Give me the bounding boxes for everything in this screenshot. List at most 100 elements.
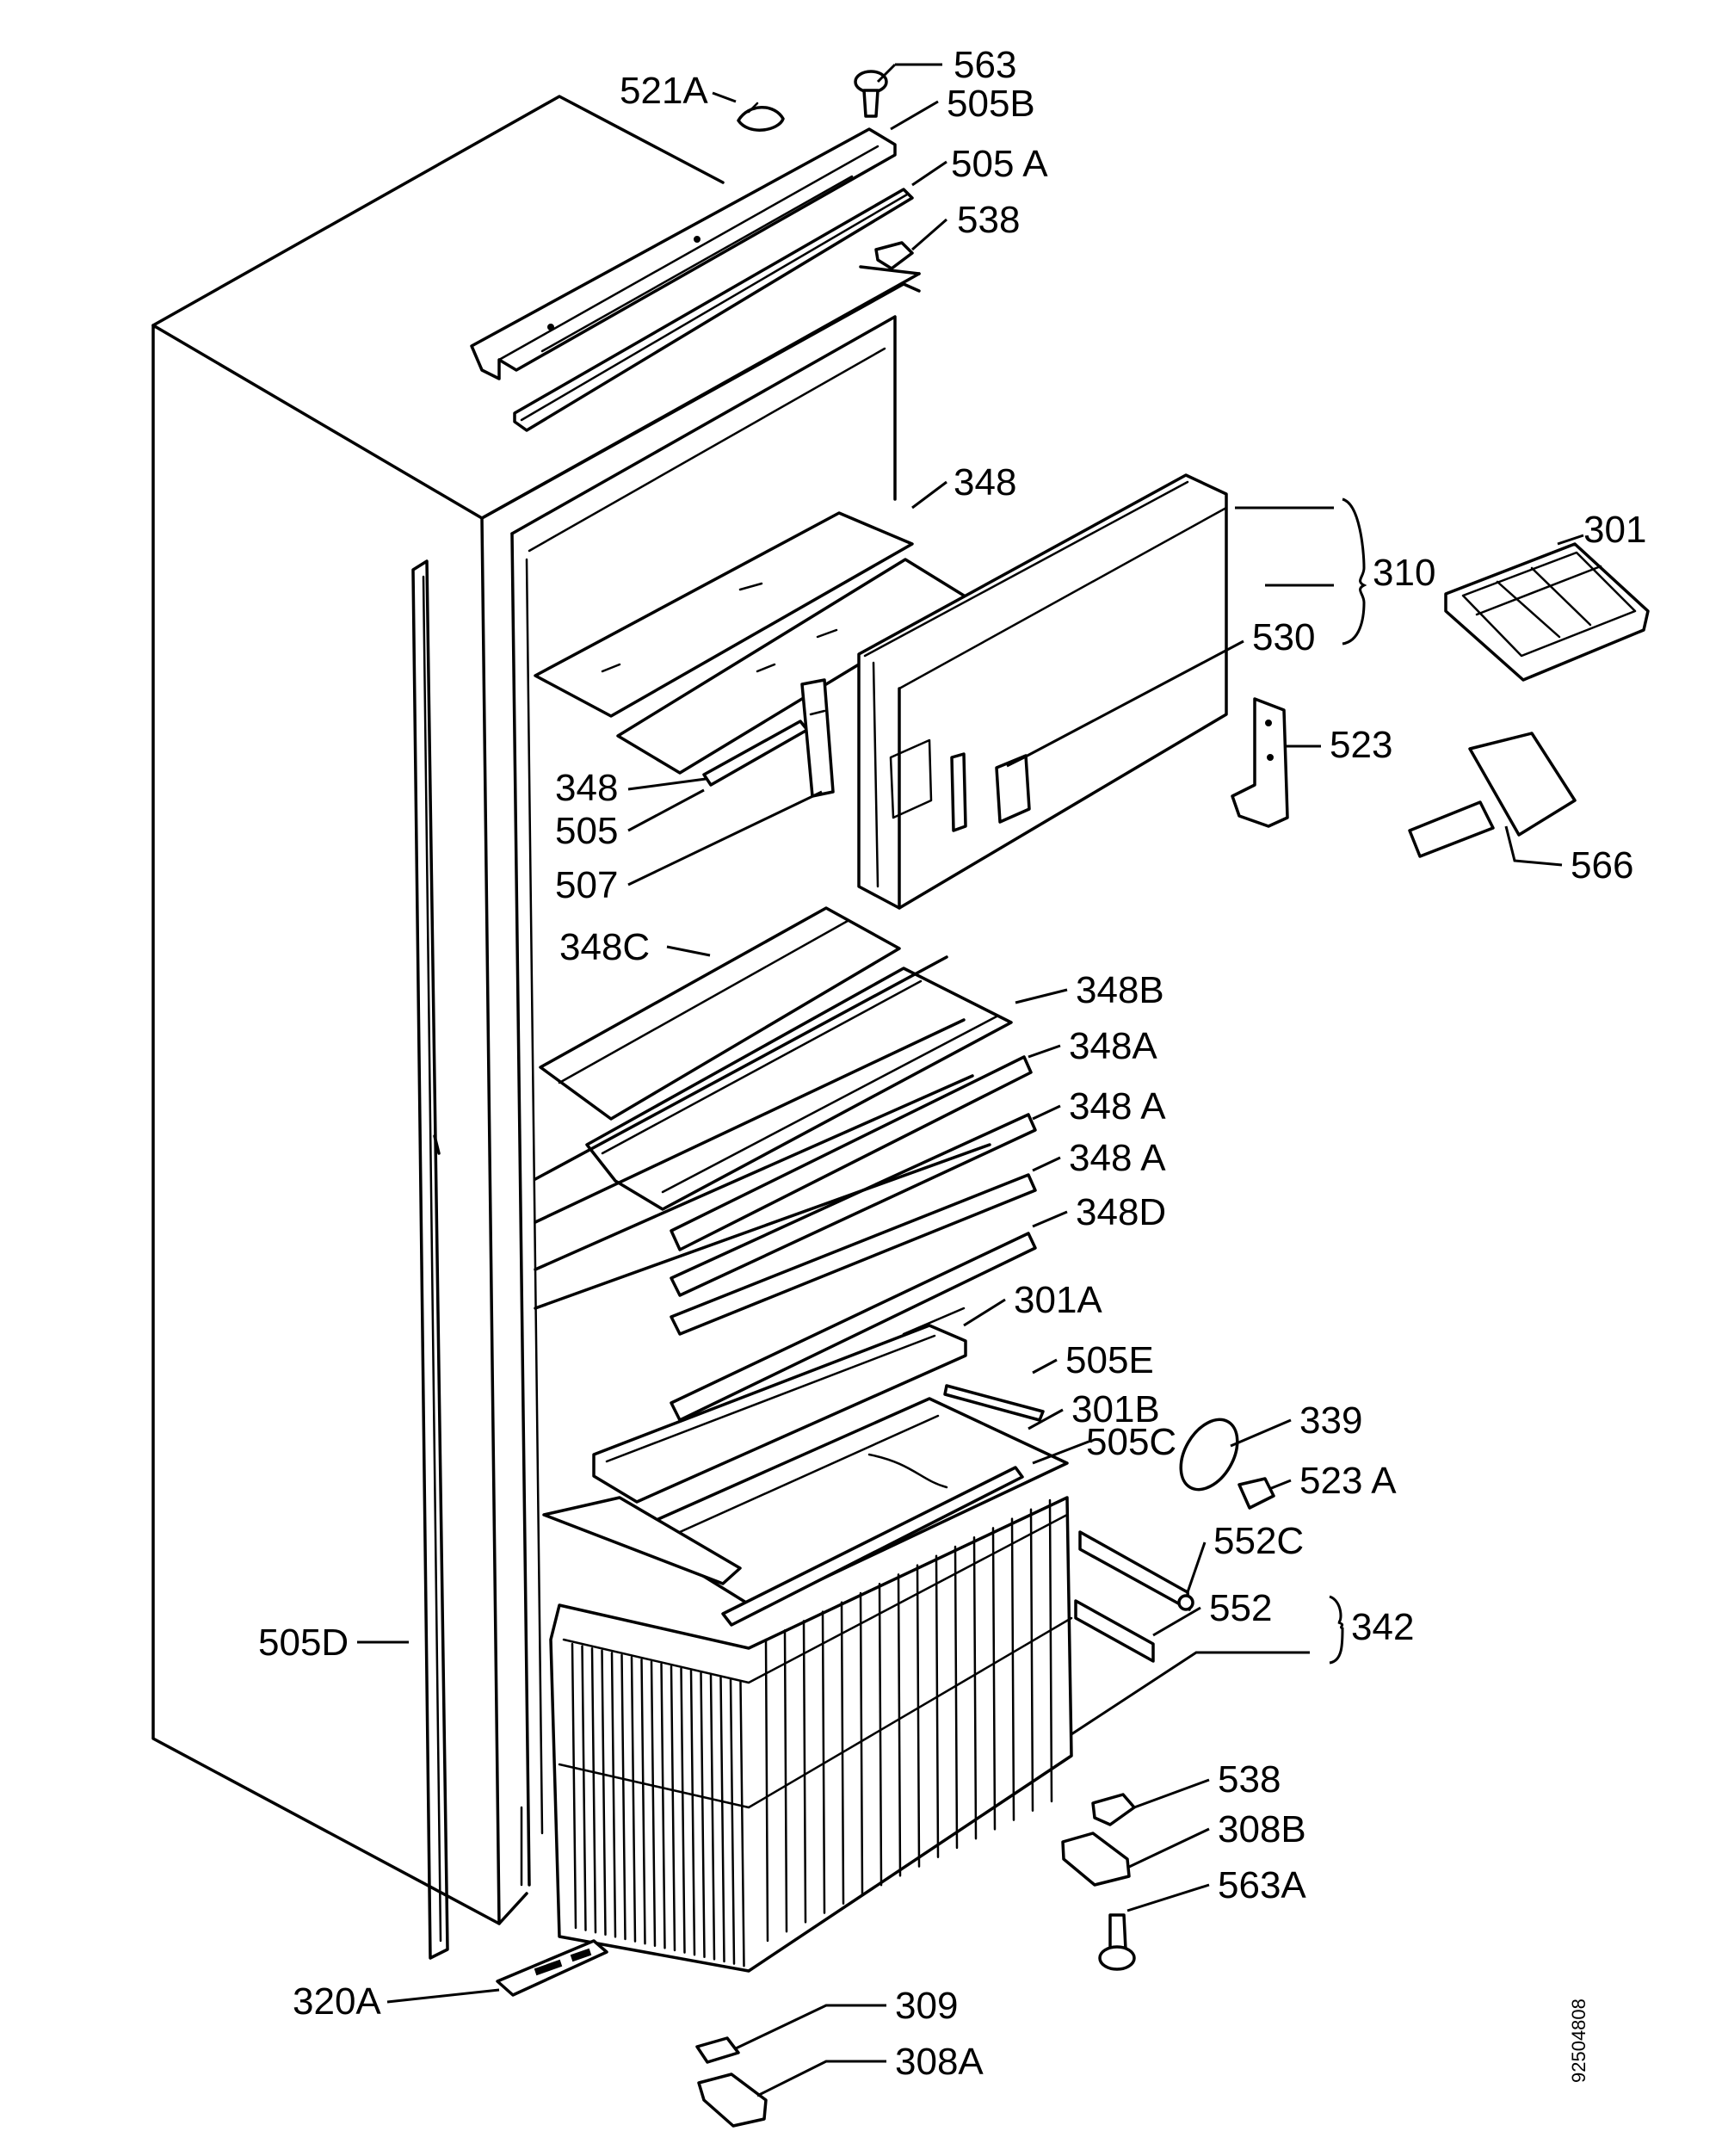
hinge-308A	[697, 2073, 768, 2128]
label-308A: 308A	[895, 2041, 984, 2083]
drawer-rib	[581, 1645, 587, 1931]
label-342: 342	[1351, 1606, 1414, 1648]
label-563A: 563A	[1218, 1864, 1306, 1906]
drawer-rib	[680, 1667, 686, 1954]
label-348-mid: 348	[555, 767, 618, 809]
shelf-348D	[534, 1143, 1037, 1422]
drawer-rib	[660, 1663, 666, 1949]
label-523: 523	[1330, 724, 1392, 766]
shelf-348A-3	[534, 1074, 1037, 1336]
hinge-308B	[1061, 1832, 1131, 1887]
drawer-rib	[689, 1669, 696, 1956]
crisper-cover-301A	[592, 1324, 967, 1504]
label-301B: 301B	[1071, 1388, 1160, 1430]
drawer-rib	[620, 1653, 626, 1941]
drawer-rib	[783, 1628, 788, 1933]
label-348A-2: 348 A	[1069, 1085, 1166, 1127]
cover-309	[695, 2036, 740, 2064]
leader-lines	[357, 63, 1584, 2097]
drawer-rib	[1029, 1508, 1034, 1813]
screw-563A	[1098, 1913, 1136, 1971]
drawer-rib	[670, 1665, 676, 1952]
drawer-rib	[700, 1671, 706, 1959]
cap-521A	[737, 102, 785, 132]
label-566: 566	[1571, 844, 1633, 886]
drawer-rib	[802, 1620, 807, 1924]
drawer-rib	[719, 1676, 725, 1963]
drawer-rib	[729, 1678, 736, 1965]
drawer-rib	[739, 1680, 745, 1968]
drawer-rib	[1010, 1517, 1015, 1821]
label-309: 309	[895, 1985, 958, 2027]
label-505D: 505D	[258, 1622, 349, 1664]
label-552C: 552C	[1213, 1520, 1304, 1562]
label-320A: 320A	[293, 1980, 381, 2023]
bracket-507	[800, 678, 835, 798]
clip-538-top	[874, 241, 914, 270]
label-348A-3: 348 A	[1069, 1137, 1166, 1179]
door-seal-strip-505D	[411, 559, 449, 1960]
top-hinge-rail-505B	[470, 127, 897, 380]
strip-505C	[721, 1466, 1024, 1627]
label-505A: 505 A	[951, 143, 1048, 185]
drawer-rib	[991, 1527, 997, 1831]
label-505E: 505E	[1065, 1339, 1154, 1381]
drawer-rib	[954, 1545, 959, 1850]
label-538-top: 538	[957, 199, 1020, 241]
drawer-rib	[859, 1591, 864, 1896]
drawer-rib	[590, 1646, 597, 1934]
label-310: 310	[1373, 552, 1435, 594]
drawer-rib	[935, 1554, 940, 1859]
drawer-rib	[650, 1660, 657, 1948]
label-507: 507	[555, 864, 618, 906]
drawer-rib	[610, 1652, 617, 1938]
label-505: 505	[555, 810, 618, 852]
shelf-348A-1	[534, 955, 1033, 1251]
label-505C: 505C	[1086, 1421, 1176, 1463]
label-530: 530	[1252, 616, 1315, 658]
rail-552C	[1078, 1530, 1194, 1611]
disc-339	[1179, 1418, 1239, 1492]
strip-505E	[943, 1384, 1045, 1422]
top-strip-505A	[513, 188, 914, 432]
drawer-rib	[897, 1573, 902, 1877]
clip-538-bottom	[1091, 1793, 1136, 1826]
cabinet-body	[151, 95, 921, 1925]
label-348C: 348C	[559, 926, 650, 968]
drawer-rib	[601, 1649, 607, 1937]
part-labels: 521A 563 505B 505 A 538 348 310 301 530 …	[258, 44, 1646, 2083]
drawer-rib	[821, 1610, 826, 1914]
drawer-rib	[878, 1582, 883, 1887]
label-523A: 523 A	[1299, 1460, 1397, 1502]
label-552: 552	[1209, 1587, 1272, 1629]
ice-tray-301	[1444, 542, 1650, 682]
drawer-rib	[709, 1674, 716, 1961]
label-308B: 308B	[1218, 1808, 1306, 1850]
drawer-rib	[1048, 1498, 1053, 1803]
label-348D: 348D	[1076, 1191, 1166, 1233]
rail-552	[1074, 1599, 1155, 1663]
glass-plate	[542, 1496, 742, 1585]
label-348B: 348B	[1076, 969, 1164, 1011]
shelf-348C	[539, 906, 901, 1121]
drawer-rib	[840, 1601, 845, 1906]
drawer-rib	[972, 1535, 978, 1840]
label-301: 301	[1583, 509, 1646, 551]
label-538-bottom: 538	[1218, 1758, 1281, 1801]
drawer-rib	[916, 1564, 921, 1868]
drawer-rib	[571, 1642, 577, 1930]
freezer-door-310	[857, 473, 1228, 910]
clip-523A	[1237, 1477, 1275, 1510]
screw-563	[854, 70, 888, 118]
drawer-rib	[630, 1656, 637, 1943]
ice-scraper-566	[1408, 732, 1577, 858]
label-505B: 505B	[947, 83, 1035, 125]
label-563: 563	[954, 44, 1016, 86]
drawer-rib	[764, 1638, 769, 1943]
label-348A-1: 348A	[1069, 1025, 1157, 1067]
label-348-top: 348	[954, 461, 1016, 503]
label-521A: 521A	[620, 70, 708, 112]
label-339: 339	[1299, 1399, 1362, 1442]
hinge-523	[1231, 697, 1289, 828]
crisper-drawer-342	[549, 1496, 1073, 1973]
